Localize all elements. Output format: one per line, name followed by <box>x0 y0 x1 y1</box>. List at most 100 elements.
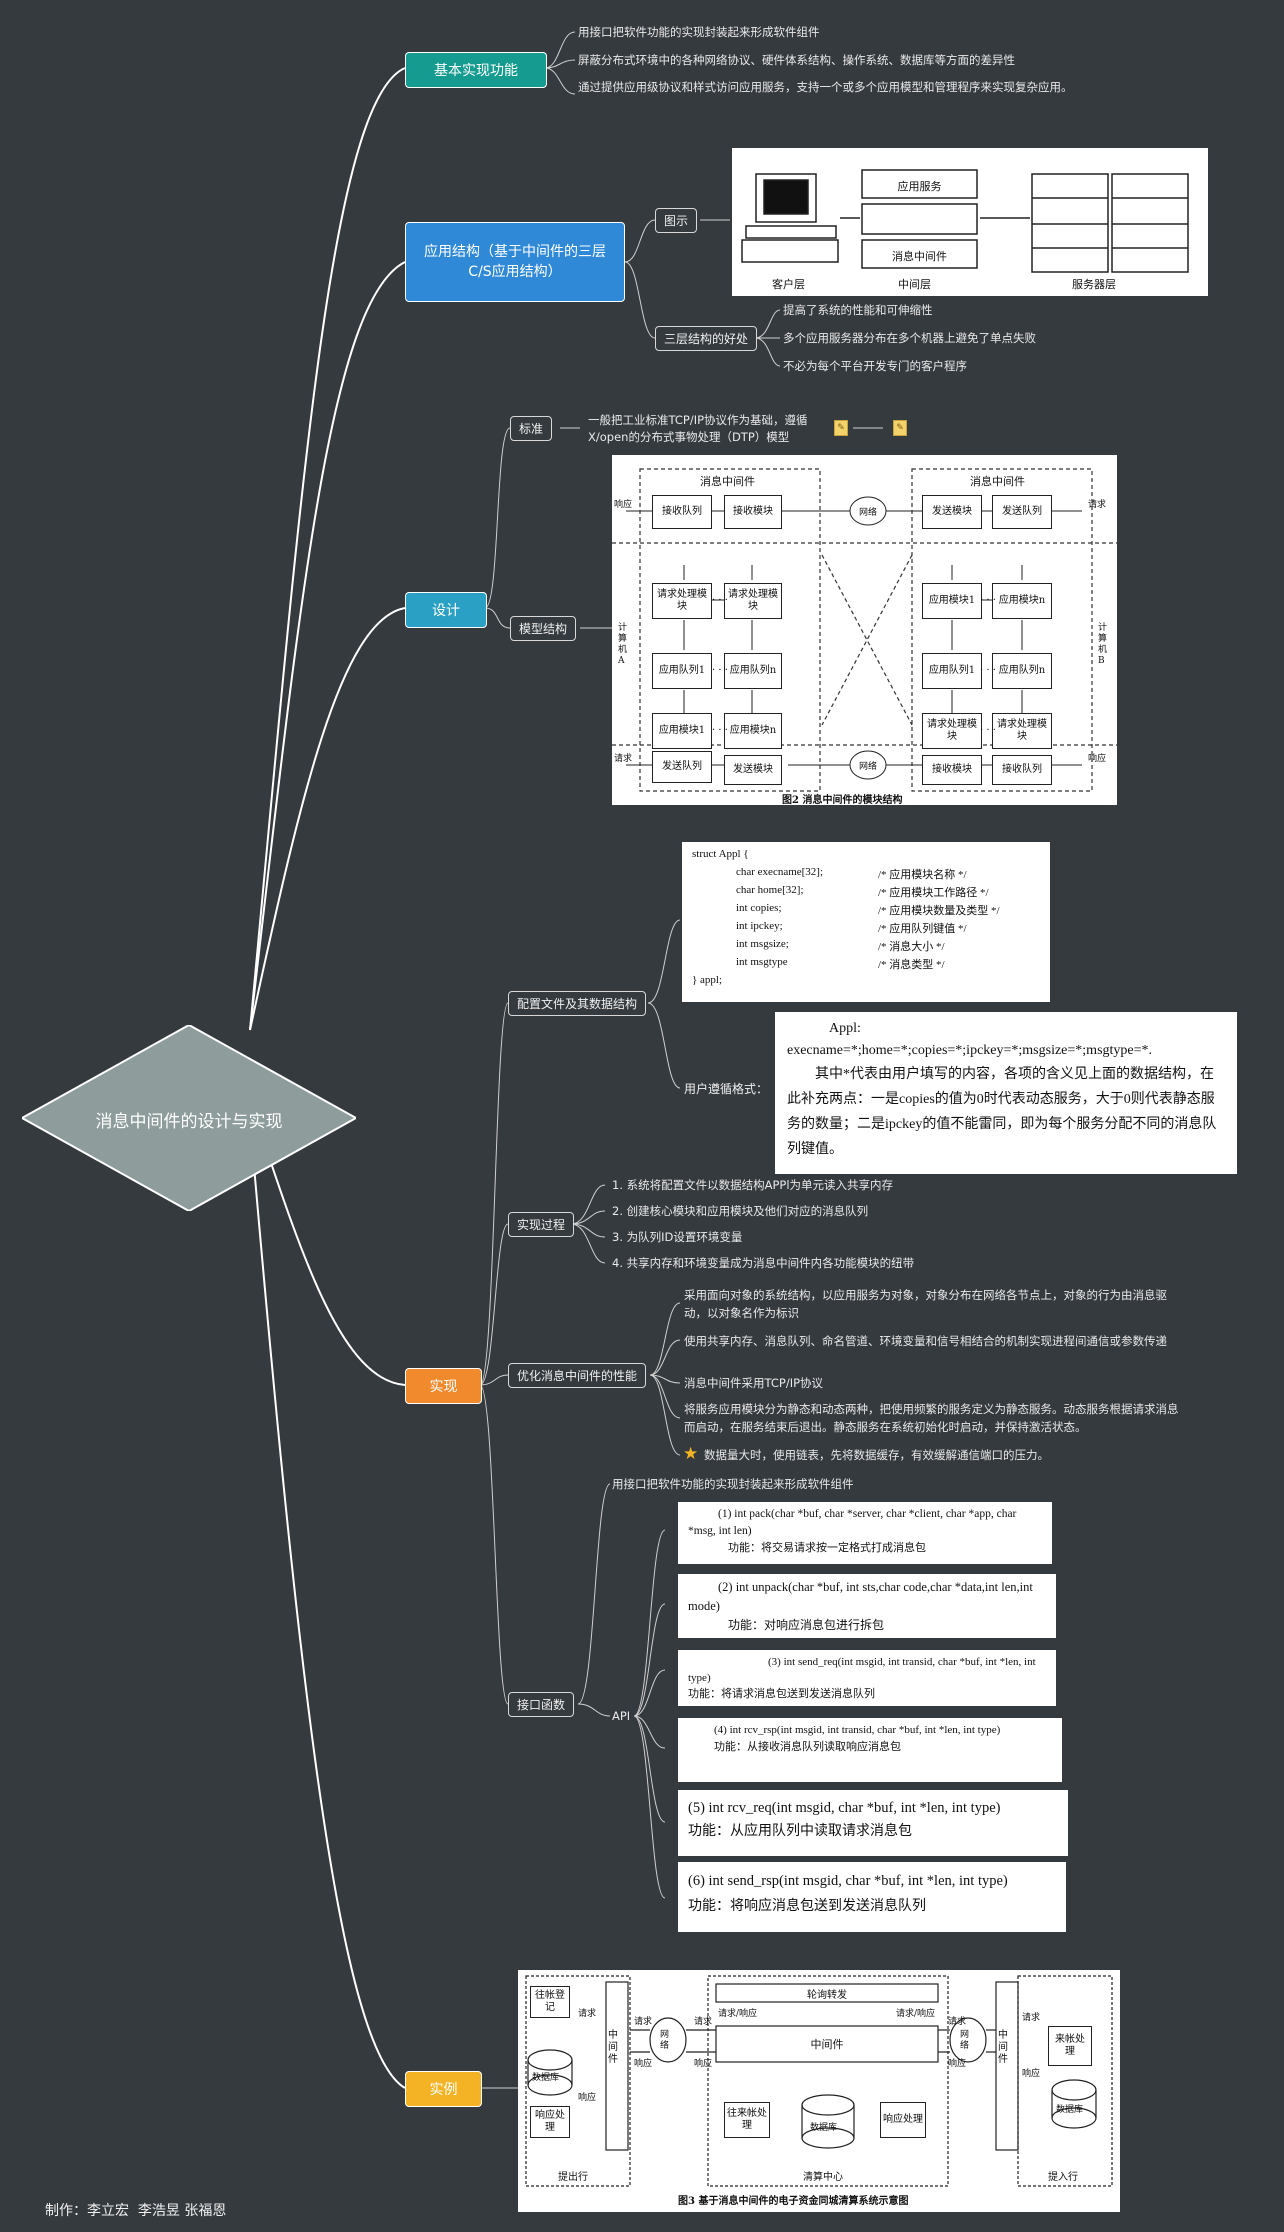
fig3-resp: 响应 <box>1022 2069 1041 2079</box>
fig2-req-proc-module: 请求处理模块 <box>724 583 782 619</box>
api-signature: (5) int rcv_req(int msgid, char *buf, in… <box>688 1800 1001 1816</box>
fig3-db: 数据库 <box>532 2073 560 2083</box>
api-card: (4) int rcv_rsp(int msgid, int transid, … <box>678 1718 1062 1782</box>
branch-structure[interactable]: 应用结构（基于中间件的三层C/S应用结构） <box>405 222 625 302</box>
api-group-label: API <box>612 1709 631 1723</box>
api-function: 功能：将请求消息包送到发送消息队列 <box>688 1688 875 1700</box>
fig3-req: 请求 <box>578 2009 597 2019</box>
three-tier-drawing <box>741 169 1189 273</box>
struct-comment: /* 应用模块工作路径 */ <box>878 887 989 899</box>
fig2-req-proc-module: 请求处理模块 <box>652 583 712 619</box>
branch-impl[interactable]: 实现 <box>405 1368 482 1404</box>
tier-client-label: 客户层 <box>772 278 805 291</box>
fig3-center: 清算中心 <box>803 2172 843 2183</box>
api-card: (2) int unpack(char *buf, int sts,char c… <box>678 1574 1056 1638</box>
impl-config-label[interactable]: 配置文件及其数据结构 <box>508 991 647 1016</box>
branch-basic[interactable]: 基本实现功能 <box>405 52 547 88</box>
perf-item: 采用面向对象的系统结构，以应用服务为对象，对象分布在网络各节点上，对象的行为由消… <box>684 1288 1167 1320</box>
struct-line: int msgtype /* 消息类型 */ <box>692 956 1040 974</box>
struct-line: int ipckey; /* 应用队列键值 */ <box>692 920 1040 938</box>
fig3-resp-proc: 响应处理 <box>880 2102 926 2138</box>
fig3-in-bank: 提入行 <box>1048 2172 1078 2183</box>
branch-example[interactable]: 实例 <box>405 2071 482 2107</box>
api-function: 功能：将交易请求按一定格式打成消息包 <box>728 1542 926 1554</box>
struct-code: int msgtype <box>736 956 788 968</box>
api-signature: (4) int rcv_rsp(int msgid, int transid, … <box>714 1724 1001 1736</box>
fig2-app-queue-n: 应用队列n <box>724 653 782 689</box>
struct-line: char home[32];/* 应用模块工作路径 */ <box>692 884 1040 902</box>
struct-comment: /* 消息大小 */ <box>878 941 945 953</box>
struct-comment: /* 应用模块数量及类型 */ <box>878 905 1000 917</box>
fig2-recv-queue: 接收队列 <box>992 755 1052 785</box>
branch-basic-label: 基本实现功能 <box>434 63 518 79</box>
fig3-req: 请求 <box>948 2017 967 2027</box>
root-topic[interactable]: 消息中间件的设计与实现 <box>22 1025 356 1211</box>
fig2-req-proc-module: 请求处理模块 <box>922 713 982 749</box>
fig3-clearing-system: 轮询转发 中间件 中间件 中间件 往帐登记 响应处理 往来帐处理 响应处理 来帐… <box>518 1970 1120 2212</box>
structure-diagram-label[interactable]: 图示 <box>655 208 698 233</box>
user-format-block: Appl: execname=*;home=*;copies=*;ipckey=… <box>775 1012 1237 1174</box>
fig2-recv-module: 接收模块 <box>724 495 782 529</box>
perf-item: 将服务应用模块分为静态和动态两种，把使用频繁的服务定义为静态服务。动态服务根据请… <box>684 1402 1179 1434</box>
impl-perf-label[interactable]: 优化消息中间件的性能 <box>508 1363 647 1388</box>
fig2-response-label: 响应 <box>614 500 633 510</box>
fig3-resp: 响应 <box>578 2093 597 2103</box>
struct-code: int copies; <box>736 902 782 914</box>
structure-benefit-label[interactable]: 三层结构的好处 <box>655 326 758 351</box>
fig3-req: 请求 <box>1022 2013 1041 2023</box>
fig3-out-proc: 往来帐处理 <box>724 2102 770 2138</box>
impl-process-label[interactable]: 实现过程 <box>508 1212 575 1237</box>
struct-comment: /* 应用队列键值 */ <box>878 923 967 935</box>
fig3-resp: 响应 <box>694 2059 713 2069</box>
struct-code: int msgsize; <box>736 938 789 950</box>
struct-line: } appl; <box>692 974 1040 992</box>
fig2-send-module: 发送模块 <box>922 495 982 529</box>
branch-design[interactable]: 设计 <box>405 592 487 628</box>
structure-benefit-item: 多个应用服务器分布在多个机器上避免了单点失败 <box>783 331 1036 345</box>
root-diamond-shape <box>22 1025 356 1211</box>
note-icon[interactable]: ✎ <box>834 420 848 436</box>
design-model-label[interactable]: 模型结构 <box>510 616 577 641</box>
process-step: 3. 为队列ID设置环境变量 <box>612 1230 743 1244</box>
fig2-request-label: 请求 <box>614 754 633 764</box>
fig3-req: 请求 <box>634 2017 653 2027</box>
impl-api-label[interactable]: 接口函数 <box>508 1692 575 1717</box>
fig3-resp-proc: 响应处理 <box>530 2106 570 2138</box>
tier-middle-label: 中间层 <box>898 278 931 291</box>
fig2-dots: · · · <box>980 595 996 606</box>
star-icon: ★ <box>683 1444 699 1464</box>
process-step: 2. 创建核心模块和应用模块及他们对应的消息队列 <box>612 1204 869 1218</box>
fig2-app-queue-n: 应用队列n <box>992 653 1052 689</box>
perf-item: 数据量大时，使用链表，先将数据缓存，有效缓解通信端口的压力。 <box>704 1448 1049 1462</box>
struct-line: int msgsize; /* 消息大小 */ <box>692 938 1040 956</box>
fig2-dots: · · · <box>980 725 996 736</box>
branch-impl-label: 实现 <box>429 1379 458 1395</box>
process-step: 1. 系统将配置文件以数据结构APPl为单元读入共享内存 <box>612 1178 894 1192</box>
struct-comment: /* 消息类型 */ <box>878 959 945 971</box>
user-format-head: Appl: execname=*;home=*;copies=*;ipckey=… <box>787 1021 1153 1058</box>
fig2-dots: · · · <box>712 665 728 676</box>
struct-code: struct Appl { <box>692 848 749 860</box>
fig2-app-module-n: 应用模块n <box>724 713 782 749</box>
credit-text: 制作：李立宏 李浩昱 张福恩 <box>45 2203 227 2219</box>
fig2-send-module: 发送模块 <box>724 755 782 785</box>
fig3-middleware: 中间件 <box>810 2038 844 2051</box>
fig2-module-structure: 消息中间件 消息中间件 接收队列 接收模块 发送模块 发送队列 请求处理模块 请… <box>612 455 1117 806</box>
struct-code: int ipckey; <box>736 920 783 932</box>
fig3-db: 数据库 <box>810 2123 838 2133</box>
branch-design-label: 设计 <box>432 603 460 619</box>
user-format-label: 用户遵循格式： <box>684 1082 769 1096</box>
api-card: (6) int send_rsp(int msgid, char *buf, i… <box>678 1862 1066 1932</box>
branch-structure-label: 应用结构（基于中间件的三层C/S应用结构） <box>424 244 606 280</box>
fig2-caption: 图2 消息中间件的模块结构 <box>782 795 903 806</box>
fig2-app-module-1: 应用模块1 <box>922 583 982 619</box>
api-function: 功能：对响应消息包进行拆包 <box>728 1618 885 1632</box>
basic-item: 通过提供应用级协议和样式访问应用服务，支持一个或多个应用模型和管理程序来实现复杂… <box>578 80 1073 94</box>
note-icon[interactable]: ✎ <box>893 420 907 436</box>
design-standard-label[interactable]: 标准 <box>510 416 553 441</box>
fig2-send-queue: 发送队列 <box>652 751 712 783</box>
struct-comment: /* 应用模块名称 */ <box>878 869 967 881</box>
fig2-recv-module: 接收模块 <box>922 755 982 785</box>
branch-example-label: 实例 <box>429 2082 458 2098</box>
